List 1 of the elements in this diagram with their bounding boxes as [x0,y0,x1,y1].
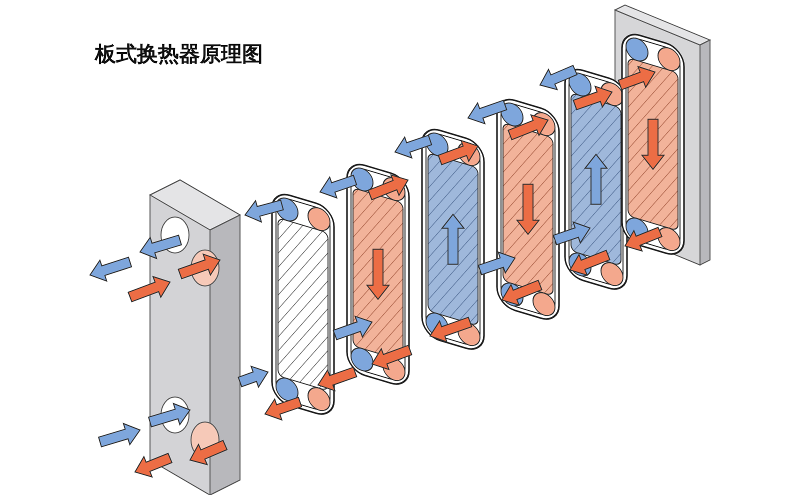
title: 板式换热器原理图 [95,41,263,68]
